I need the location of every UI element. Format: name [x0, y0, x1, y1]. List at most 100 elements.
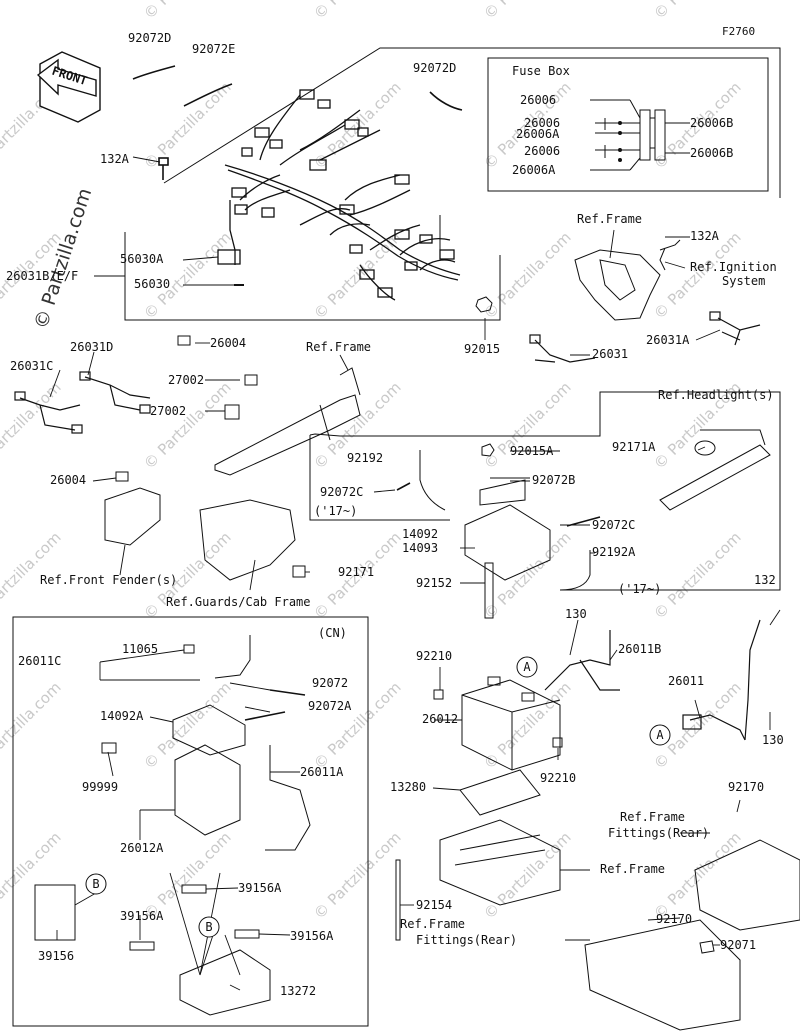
- part-label: 92015A: [510, 444, 554, 458]
- part-label: 92192: [347, 451, 384, 465]
- ref-frame-fittings-rear-top: [694, 839, 800, 931]
- part-label: 92072C: [320, 485, 364, 499]
- diagram-id: F2760: [722, 25, 756, 38]
- part-label: 132A: [690, 229, 719, 243]
- battery-26012: [433, 676, 563, 771]
- ref-guards-cab-frame: [199, 499, 296, 581]
- part-label: 27002: [168, 373, 205, 387]
- part-label: Ref.Front Fender(s): [40, 573, 178, 587]
- fuse-label: 26006A: [516, 127, 560, 141]
- ref-front-fender: [104, 487, 161, 546]
- battery-pad-13280: [459, 769, 541, 816]
- part-label: 92152: [416, 576, 453, 590]
- part-label: Ref.Frame: [306, 340, 372, 354]
- part-label: Ref.Frame: [577, 212, 643, 226]
- part-label: 92210: [540, 771, 577, 785]
- part-label: 130: [565, 607, 587, 621]
- part-label: 92072B: [532, 473, 576, 487]
- part-label: Ref.Headlight(s): [658, 388, 774, 402]
- fuse-label: 26006: [520, 93, 557, 107]
- part-label: 99999: [82, 780, 119, 794]
- part-label: 26011: [668, 674, 705, 688]
- part-label: 26031C: [10, 359, 54, 373]
- harness-group-outline: [163, 47, 781, 198]
- part-label: 26012: [422, 712, 459, 726]
- part-label: Ref.Guards/Cab Frame: [166, 595, 311, 609]
- part-label: 39156: [38, 949, 75, 963]
- fuse-label: 26006: [524, 116, 561, 130]
- nut-92015: [475, 296, 493, 313]
- grommet-92171: [292, 565, 306, 578]
- part-label: 92171A: [612, 440, 656, 454]
- callout-a-cable: A: [656, 728, 664, 742]
- part-label: 92154: [416, 898, 453, 912]
- part-label: Fittings(Rear): [608, 826, 710, 840]
- part-label: 132: [754, 573, 776, 587]
- clip-92071: [699, 940, 715, 954]
- ref-frame-middle: [214, 367, 361, 476]
- part-label: 11065: [122, 642, 159, 656]
- fuse-label: 26006: [524, 144, 561, 158]
- callout-b-strap: B: [205, 920, 212, 934]
- part-label: 26031A: [646, 333, 690, 347]
- bolt-92154: [395, 859, 401, 941]
- part-label: 27002: [150, 404, 187, 418]
- part-label: 14093: [402, 541, 439, 555]
- ref-frame-fittings-rear-bottom: [584, 919, 741, 1031]
- part-label: 26031B/E/F: [6, 269, 79, 283]
- connector-26004-mid: [115, 471, 129, 482]
- part-label: 92072C: [592, 518, 636, 532]
- part-label: 26012A: [120, 841, 164, 855]
- part-label: 26004: [50, 473, 87, 487]
- cn-box-label: (CN): [318, 626, 347, 640]
- part-label: 92072: [312, 676, 349, 690]
- part-label: 92170: [656, 912, 693, 926]
- part-label: 39156A: [238, 881, 282, 895]
- ref-frame-lower: [439, 819, 561, 906]
- part-label: 92210: [416, 649, 453, 663]
- sub-harnesses: [14, 311, 761, 434]
- part-label: Ref.Frame: [600, 862, 666, 876]
- part-label: 14092A: [100, 709, 144, 723]
- part-label: ('17~): [314, 504, 358, 518]
- main-wire-harness: [217, 89, 461, 301]
- part-label: 92071: [720, 938, 757, 952]
- part-label: 92072D: [128, 31, 172, 45]
- ref-frame-top: [574, 239, 681, 321]
- part-label: 26011A: [300, 765, 344, 779]
- battery-tray-14092: [419, 443, 591, 619]
- cn-parts: [34, 635, 311, 1016]
- part-label: 92072A: [308, 699, 352, 713]
- cn-box-frame: [12, 616, 369, 1027]
- fuse-label: 26006B: [690, 146, 734, 160]
- part-label: 56030: [134, 277, 171, 291]
- part-label: 92171: [338, 565, 375, 579]
- part-label: 26011B: [618, 642, 662, 656]
- fuse-label: 26006B: [690, 116, 734, 130]
- connector-26004-top: [177, 335, 191, 346]
- part-label: 13280: [390, 780, 427, 794]
- part-label: Fittings(Rear): [416, 933, 518, 947]
- part-label: 132A: [100, 152, 129, 166]
- callout-b-label: B: [92, 877, 99, 891]
- front-arrow-icon: FRONT: [36, 51, 101, 123]
- fuse-box-title: Fuse Box: [512, 64, 570, 78]
- battery-cables: [544, 619, 761, 741]
- callout-circles: [85, 656, 671, 938]
- part-label: 39156A: [290, 929, 334, 943]
- part-label: Ref.Frame: [400, 917, 466, 931]
- ref-headlight: [659, 429, 771, 511]
- part-label: 26031: [592, 347, 629, 361]
- part-label: ('17~): [618, 582, 662, 596]
- leader-lines: [49, 156, 781, 991]
- part-label: 92072D: [413, 61, 457, 75]
- part-label: Ref.Frame: [620, 810, 686, 824]
- part-label: 14092: [402, 527, 439, 541]
- part-label: 130: [762, 733, 784, 747]
- part-label: 13272: [280, 984, 317, 998]
- part-label: 92015: [464, 342, 501, 356]
- part-label: System: [722, 274, 766, 288]
- part-label: 92072E: [192, 42, 236, 56]
